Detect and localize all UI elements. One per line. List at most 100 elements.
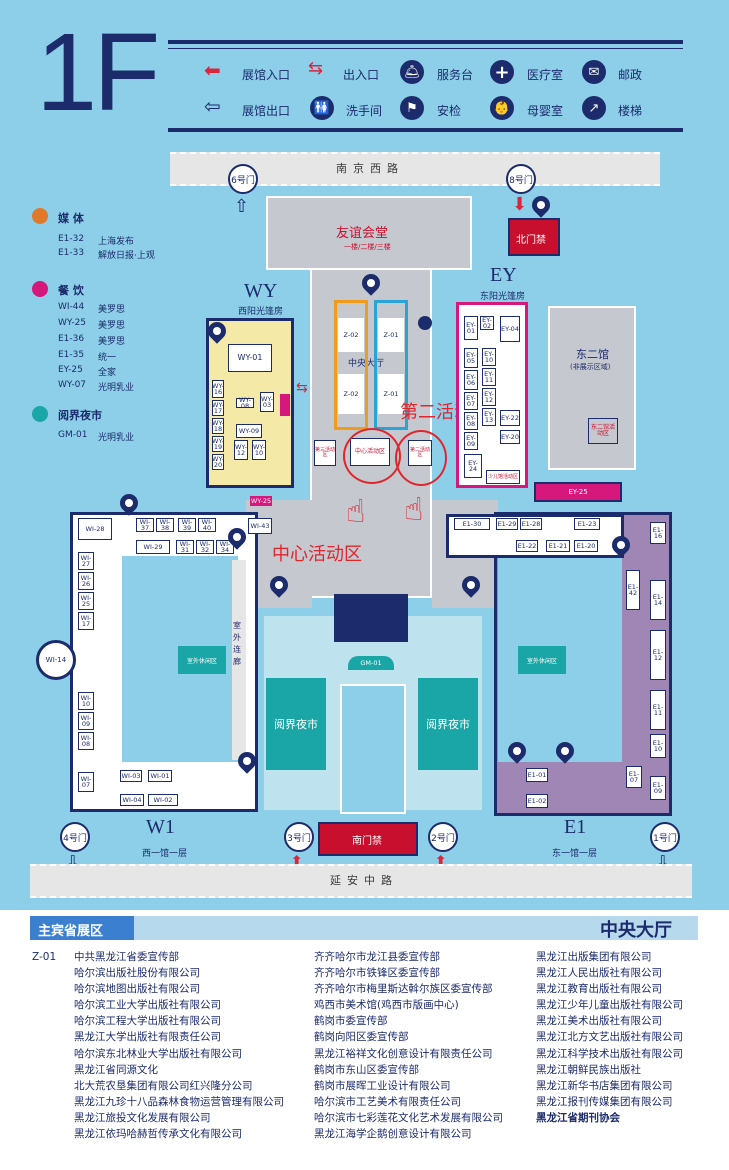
booth-wi27[interactable]: WI-27	[78, 552, 94, 570]
booth-e1-10[interactable]: E1-11	[650, 690, 666, 730]
booth-ey01[interactable]: EY-01	[464, 316, 478, 340]
booth-wi25[interactable]: WI-25	[78, 592, 94, 610]
wy-food-booth[interactable]	[280, 394, 290, 416]
booth-wy01[interactable]: WY-01	[228, 344, 272, 372]
booth-ey07[interactable]: EY-07	[464, 392, 478, 410]
booth-e1-02[interactable]: E1-02	[526, 794, 548, 808]
north-gate-security[interactable]	[508, 218, 560, 256]
exhibitor-section-tab	[30, 916, 134, 940]
booth-wy03[interactable]: WY-03	[260, 392, 274, 412]
booth-wy09[interactable]: WY-09	[236, 424, 262, 438]
booth-ey10[interactable]: EY-10	[482, 348, 496, 366]
night-market-east[interactable]: 阅界夜市	[418, 678, 478, 770]
booth-ey05[interactable]: EY-05	[464, 348, 478, 368]
booth-e1-42[interactable]: E1-42	[626, 570, 640, 610]
booth-wy19[interactable]: WY-19	[212, 436, 224, 452]
food-name-4: 统一	[98, 353, 117, 363]
booth-wi09[interactable]: WI-09	[78, 712, 94, 730]
booth-wi43[interactable]: WI-43	[248, 518, 272, 534]
booth-e1-06[interactable]: E1-07	[626, 766, 642, 788]
exhibitor-c1-1: 中共黑龙江省委宣传部	[74, 951, 179, 963]
booth-wy10[interactable]: WY-10	[252, 440, 266, 460]
zone-z-left	[334, 300, 368, 430]
east-hall-2[interactable]	[548, 306, 636, 470]
booth-wi32[interactable]: WI-32	[196, 540, 214, 554]
ey-name: 东阳光篷房	[480, 292, 526, 302]
booth-wy18[interactable]: WY-18	[212, 418, 224, 434]
booth-ey24[interactable]: EY-24	[464, 454, 482, 478]
exhibitor-c2-10: 哈尔滨市工艺美术有限责任公司	[314, 1095, 461, 1108]
booth-ey02[interactable]: EY-02	[480, 316, 494, 330]
east-rest-area[interactable]: 室外休闲区	[518, 646, 566, 674]
booth-ey08[interactable]: EY-08	[464, 412, 478, 430]
booth-wi08[interactable]: WI-08	[78, 732, 94, 750]
booth-z02-a[interactable]: Z-02	[338, 318, 364, 352]
booth-ey04[interactable]: EY-04	[500, 316, 520, 342]
third-activity-zone[interactable]: 第三活动区	[314, 440, 336, 466]
booth-wi03[interactable]: WI-03	[120, 770, 142, 782]
booth-wi04[interactable]: WI-04	[120, 794, 144, 806]
exhibitor-c1-4: 哈尔滨工业大学出版社有限公司	[74, 999, 221, 1012]
booth-wi29[interactable]: WI-29	[136, 540, 170, 554]
booth-ey22[interactable]: EY-22	[500, 410, 520, 426]
booth-wi37[interactable]: WI-37	[136, 518, 154, 532]
kids-activity-zone[interactable]: 少儿馆活动区	[486, 470, 520, 484]
booth-wy16[interactable]: WY-16	[212, 380, 224, 398]
east-hall-2-activity[interactable]: 东二馆活动区	[588, 418, 618, 444]
booth-ey12[interactable]: EY-12	[482, 388, 496, 406]
booth-wi39[interactable]: WI-39	[178, 518, 196, 532]
booth-e1-29[interactable]: E1-29	[496, 518, 518, 530]
exhibitor-code: Z-01	[32, 951, 57, 963]
booth-ey25[interactable]: EY-25	[534, 482, 622, 502]
booth-z01-b[interactable]: Z-01	[378, 374, 404, 414]
south-gate-security[interactable]	[318, 822, 418, 856]
booth-wi26[interactable]: WI-26	[78, 572, 94, 590]
booth-wi14[interactable]: WI-14	[36, 640, 76, 680]
booth-z02-b[interactable]: Z-02	[338, 374, 364, 414]
booth-ey11[interactable]: EY-11	[482, 368, 496, 386]
booth-wy17[interactable]: WY-17	[212, 400, 224, 416]
booth-wy08[interactable]: WY-08	[236, 396, 254, 409]
booth-wi10[interactable]: WI-10	[78, 692, 94, 710]
night-market-west[interactable]: 阅界夜市	[266, 678, 326, 770]
booth-wy12[interactable]: WY-12	[234, 440, 248, 460]
booth-wi07[interactable]: WI-07	[78, 772, 94, 792]
booth-wi40[interactable]: WI-40	[198, 518, 216, 532]
booth-e1-28[interactable]: E1-28	[520, 518, 542, 530]
booth-e1-09[interactable]: E1-10	[650, 734, 666, 758]
booth-e1-13[interactable]: E1-14	[650, 580, 666, 620]
booth-e1-22[interactable]: E1-22	[516, 540, 538, 552]
booth-e1-01[interactable]: E1-01	[526, 768, 548, 782]
booth-e1-16[interactable]: E1-16	[650, 522, 666, 544]
booth-wy20[interactable]: WY-20	[212, 454, 224, 470]
booth-wi28[interactable]: WI-28	[78, 518, 112, 540]
booth-ey13[interactable]: EY-13	[482, 408, 496, 426]
gm01-booth[interactable]: GM-01	[348, 656, 394, 670]
booth-wi31[interactable]: WI-31	[176, 540, 194, 554]
booth-wi34[interactable]: WI-34	[216, 540, 234, 554]
booth-e1-23[interactable]: E1-23	[574, 518, 600, 530]
post-envelope-icon: ✉	[582, 60, 606, 84]
fountain	[340, 684, 406, 814]
booth-wi17[interactable]: WI-17	[78, 612, 94, 630]
friendship-hall[interactable]	[266, 196, 472, 270]
wy-name: 西阳光篷房	[238, 307, 284, 317]
booth-ey09[interactable]: EY-09	[464, 432, 478, 450]
booth-e1-11[interactable]: E1-12	[650, 630, 666, 680]
exhibitor-c2-12: 黑龙江海学企鹅创意设计有限公司	[314, 1128, 472, 1141]
booth-e1-20[interactable]: E1-20	[574, 540, 598, 552]
gate-1: 1号门	[650, 822, 680, 852]
night-name-1: 光明乳业	[98, 433, 135, 443]
booth-wi01[interactable]: WI-01	[148, 770, 172, 782]
booth-ey06[interactable]: EY-06	[464, 370, 478, 390]
booth-ey20[interactable]: EY-20	[500, 430, 520, 444]
booth-wy25[interactable]: WY-25	[250, 496, 272, 506]
south-entrance-block	[334, 594, 408, 642]
booth-e1-08[interactable]: E1-09	[650, 776, 666, 800]
booth-e1-30[interactable]: E1-30	[454, 518, 490, 530]
booth-z01-a[interactable]: Z-01	[378, 318, 404, 352]
booth-wi02[interactable]: WI-02	[148, 794, 178, 806]
booth-wi38[interactable]: WI-38	[156, 518, 174, 532]
west-rest-area[interactable]: 室外休闲区	[178, 646, 226, 674]
booth-e1-21[interactable]: E1-21	[546, 540, 570, 552]
